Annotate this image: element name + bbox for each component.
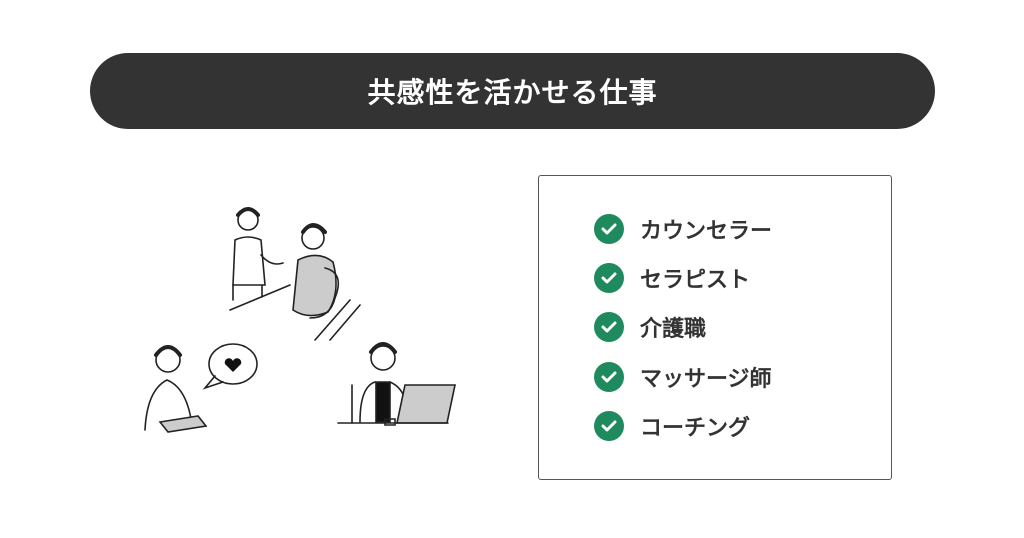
job-label: セラピスト bbox=[640, 268, 751, 293]
check-circle-icon bbox=[594, 411, 624, 441]
care-illustrations bbox=[144, 207, 456, 433]
check-circle-icon bbox=[594, 362, 624, 392]
list-item: コーチング bbox=[594, 411, 750, 441]
doctor-illustration bbox=[144, 343, 258, 433]
job-label: マッサージ師 bbox=[640, 367, 772, 392]
list-item: カウンセラー bbox=[594, 214, 772, 244]
list-item: 介護職 bbox=[594, 312, 706, 342]
job-label: 介護職 bbox=[640, 317, 707, 342]
list-item: セラピスト bbox=[594, 263, 750, 293]
check-circle-icon bbox=[594, 214, 624, 244]
list-item: マッサージ師 bbox=[594, 362, 772, 392]
caregiver-with-elder-illustration bbox=[229, 207, 361, 341]
page-title: 共感性を活かせる仕事 bbox=[367, 76, 658, 109]
title-banner: 共感性を活かせる仕事 bbox=[90, 53, 935, 129]
check-circle-icon bbox=[594, 312, 624, 342]
check-circle-icon bbox=[594, 263, 624, 293]
job-label: カウンセラー bbox=[640, 219, 773, 244]
counselor-laptop-illustration bbox=[337, 342, 456, 426]
job-label: コーチング bbox=[640, 416, 751, 441]
job-checklist: カウンセラー セラピスト 介護職 マッサージ師 コーチング bbox=[538, 175, 892, 480]
